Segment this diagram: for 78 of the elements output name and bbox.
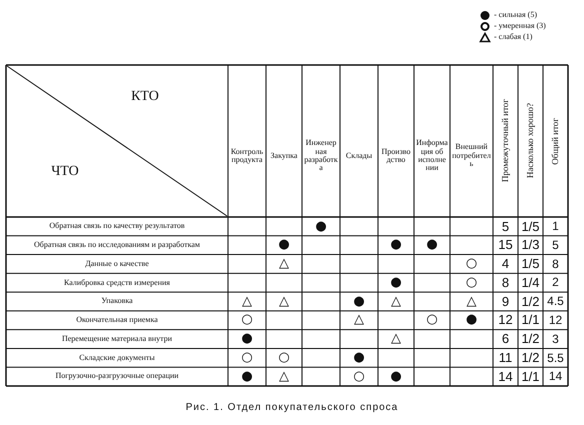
rating-mark: ● bbox=[426, 238, 438, 252]
rating-mark: △ bbox=[391, 294, 401, 308]
rating-mark: ○ bbox=[466, 276, 478, 290]
row-header: Обратная связь по исследованиям и разработкам bbox=[34, 240, 200, 250]
score-value: 2 bbox=[552, 276, 559, 289]
score-value: 1/3 bbox=[521, 238, 540, 252]
score-value: 11 bbox=[498, 351, 512, 365]
score-value: 5 bbox=[502, 220, 510, 234]
score-value: 9 bbox=[502, 294, 510, 308]
header-label: ЧТО bbox=[51, 165, 79, 180]
rating-mark: ● bbox=[466, 313, 478, 328]
rating-mark: ○ bbox=[426, 313, 438, 328]
score-value: 15 bbox=[498, 238, 513, 252]
legend-text: - слабая (1) bbox=[494, 33, 532, 42]
rating-mark: ● bbox=[278, 238, 290, 252]
row-header: Перемещение материала внутри bbox=[62, 334, 172, 344]
rating-mark: ● bbox=[390, 238, 402, 252]
column-header: Промежуточный итог bbox=[500, 99, 510, 183]
header-label: КТО bbox=[131, 90, 159, 105]
row-header: Погрузочно-разгрузочные операции bbox=[55, 372, 179, 381]
rating-mark: △ bbox=[279, 294, 289, 308]
score-value: 4.5 bbox=[547, 295, 564, 308]
rating-mark: ○ bbox=[466, 257, 478, 271]
score-value: 4 bbox=[502, 257, 510, 271]
column-header: Закупка bbox=[270, 152, 298, 160]
score-value: 1/1 bbox=[521, 313, 540, 328]
column-header: Информация об исполнении bbox=[416, 139, 448, 173]
rating-mark: ● bbox=[353, 294, 365, 308]
rating-mark: ○ bbox=[278, 351, 290, 365]
rating-mark: △ bbox=[466, 294, 476, 308]
score-value: 1/2 bbox=[521, 332, 540, 346]
rating-mark: ● bbox=[353, 351, 365, 365]
column-header: Склады bbox=[344, 152, 374, 160]
column-header: Производство bbox=[380, 148, 412, 164]
score-value: 8 bbox=[502, 276, 510, 290]
column-header: Общий итог bbox=[550, 118, 560, 164]
score-value: 1/2 bbox=[521, 294, 540, 308]
column-header: Контроль продукта bbox=[230, 148, 264, 164]
column-header: Внешний потребитель bbox=[452, 143, 491, 169]
rating-mark: △ bbox=[242, 294, 252, 308]
rating-mark: ○ bbox=[241, 313, 253, 328]
rating-mark: △ bbox=[279, 370, 289, 384]
rating-mark: ● bbox=[390, 276, 402, 290]
score-value: 1/4 bbox=[521, 276, 540, 290]
score-value: 6 bbox=[502, 332, 510, 346]
score-value: 1/5 bbox=[521, 220, 540, 234]
score-value: 1/2 bbox=[521, 351, 540, 365]
row-header: Калибровка средств измерения bbox=[64, 278, 170, 287]
rating-mark: ○ bbox=[241, 351, 253, 365]
row-header: Окончательная приемка bbox=[76, 316, 158, 324]
row-header: Обратная связь по качеству результатов bbox=[49, 222, 185, 231]
score-value: 14 bbox=[548, 370, 562, 383]
score-value: 1/5 bbox=[521, 257, 540, 271]
rating-mark: ● bbox=[390, 370, 402, 384]
score-value: 12 bbox=[498, 313, 513, 328]
rating-mark: ● bbox=[241, 370, 253, 384]
legend-text: - умеренная (3) bbox=[494, 22, 546, 31]
rating-mark: △ bbox=[354, 313, 364, 328]
score-value: 3 bbox=[552, 332, 559, 346]
rating-mark: ○ bbox=[353, 370, 365, 384]
score-value: 12 bbox=[548, 314, 562, 327]
score-value: 5 bbox=[552, 238, 559, 252]
row-header: Складские документы bbox=[79, 354, 155, 362]
score-value: 1 bbox=[552, 220, 559, 233]
score-value: 8 bbox=[552, 258, 559, 270]
rating-mark: ● bbox=[241, 332, 253, 346]
legend-text: - сильная (5) bbox=[494, 11, 537, 20]
score-value: 5.5 bbox=[547, 352, 564, 364]
figure-caption: Рис. 1. Отдел покупательского спроса bbox=[186, 402, 398, 414]
score-value: 14 bbox=[498, 370, 513, 384]
column-header: Инженерная разработка bbox=[304, 139, 338, 173]
rating-mark: ● bbox=[315, 220, 327, 234]
score-value: 1/1 bbox=[521, 370, 540, 384]
rating-mark: △ bbox=[391, 332, 401, 346]
column-header: Насколько хорошо? bbox=[526, 103, 536, 179]
row-header: Упаковка bbox=[101, 297, 133, 306]
row-header: Данные о качестве bbox=[85, 260, 149, 268]
rating-mark: △ bbox=[279, 257, 289, 271]
